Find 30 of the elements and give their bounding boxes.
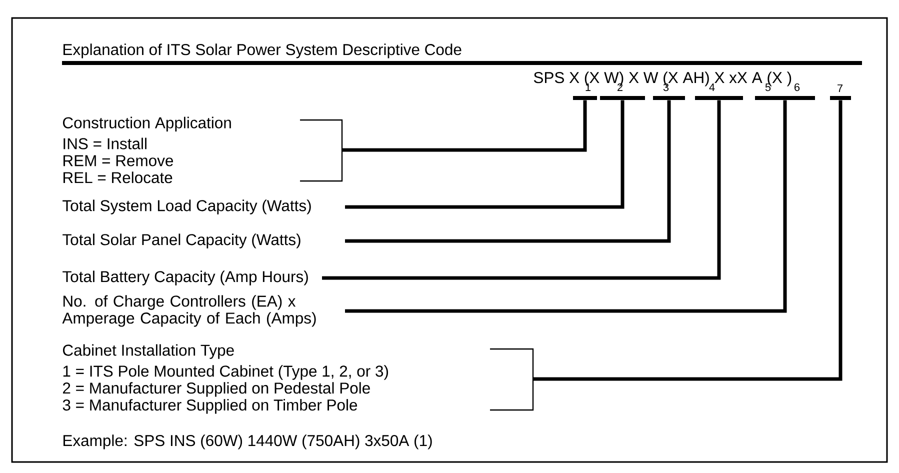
leader-line [345,100,787,313]
example-text: Example: SPS INS (60W) 1440W (750AH) 3x50A (1) [64,434,432,450]
description-text: Total System Load Capacity (Watts) [62,200,311,214]
description-text: Total Solar Panel Capacity (Watts) [62,234,300,248]
node-label: REM = Remove [64,155,174,166]
node-label: 1 = ITS Pole Mounted Cabinet (Type 1, 2, or 3) [63,365,388,380]
tick-bar [830,96,851,100]
tick-bar [653,96,685,100]
node-label: 3 = Manufacturer Supplied on Timber Pole [62,399,358,414]
callout-number: 6 [794,83,800,92]
tick-bar [695,96,743,100]
title: Explanation of ITS Solar Power System Descriptive Code [64,44,462,58]
tick-bar [755,96,815,100]
tick-bar [600,96,645,100]
tick-bar [573,96,597,100]
node-label: Construction Application [63,116,231,132]
leader-line [322,100,721,280]
leader-line [342,100,587,152]
leader-line [345,100,671,243]
description-text: Construction Application INS = Install REM = Remove REL = Relocate [63,116,231,184]
description-text: Total Battery Capacity (Amp Hours) [62,270,308,286]
node-label: REL = Relocate [64,172,172,184]
description-text: No. of Charge Controllers (EA) x Amperage Capacity of Each (Amps) [62,295,316,327]
node-label: Cabinet Installation Type [63,344,234,359]
description-text: Cabinet Installation Type 1 = ITS Pole Mounted Cabinet (Type 1, 2, or 3) 2 = Manufacturer Supplied on Pedestal Pole 3 = Manufacturer Supplied on Timber Pole [62,344,388,414]
leader-line [533,100,842,381]
callout-number: 7 [838,84,842,92]
node-label: INS = Install [64,138,146,150]
leader-line [345,100,624,209]
node-label: 2 = Manufacturer Supplied on Pedestal Pole [63,382,370,397]
